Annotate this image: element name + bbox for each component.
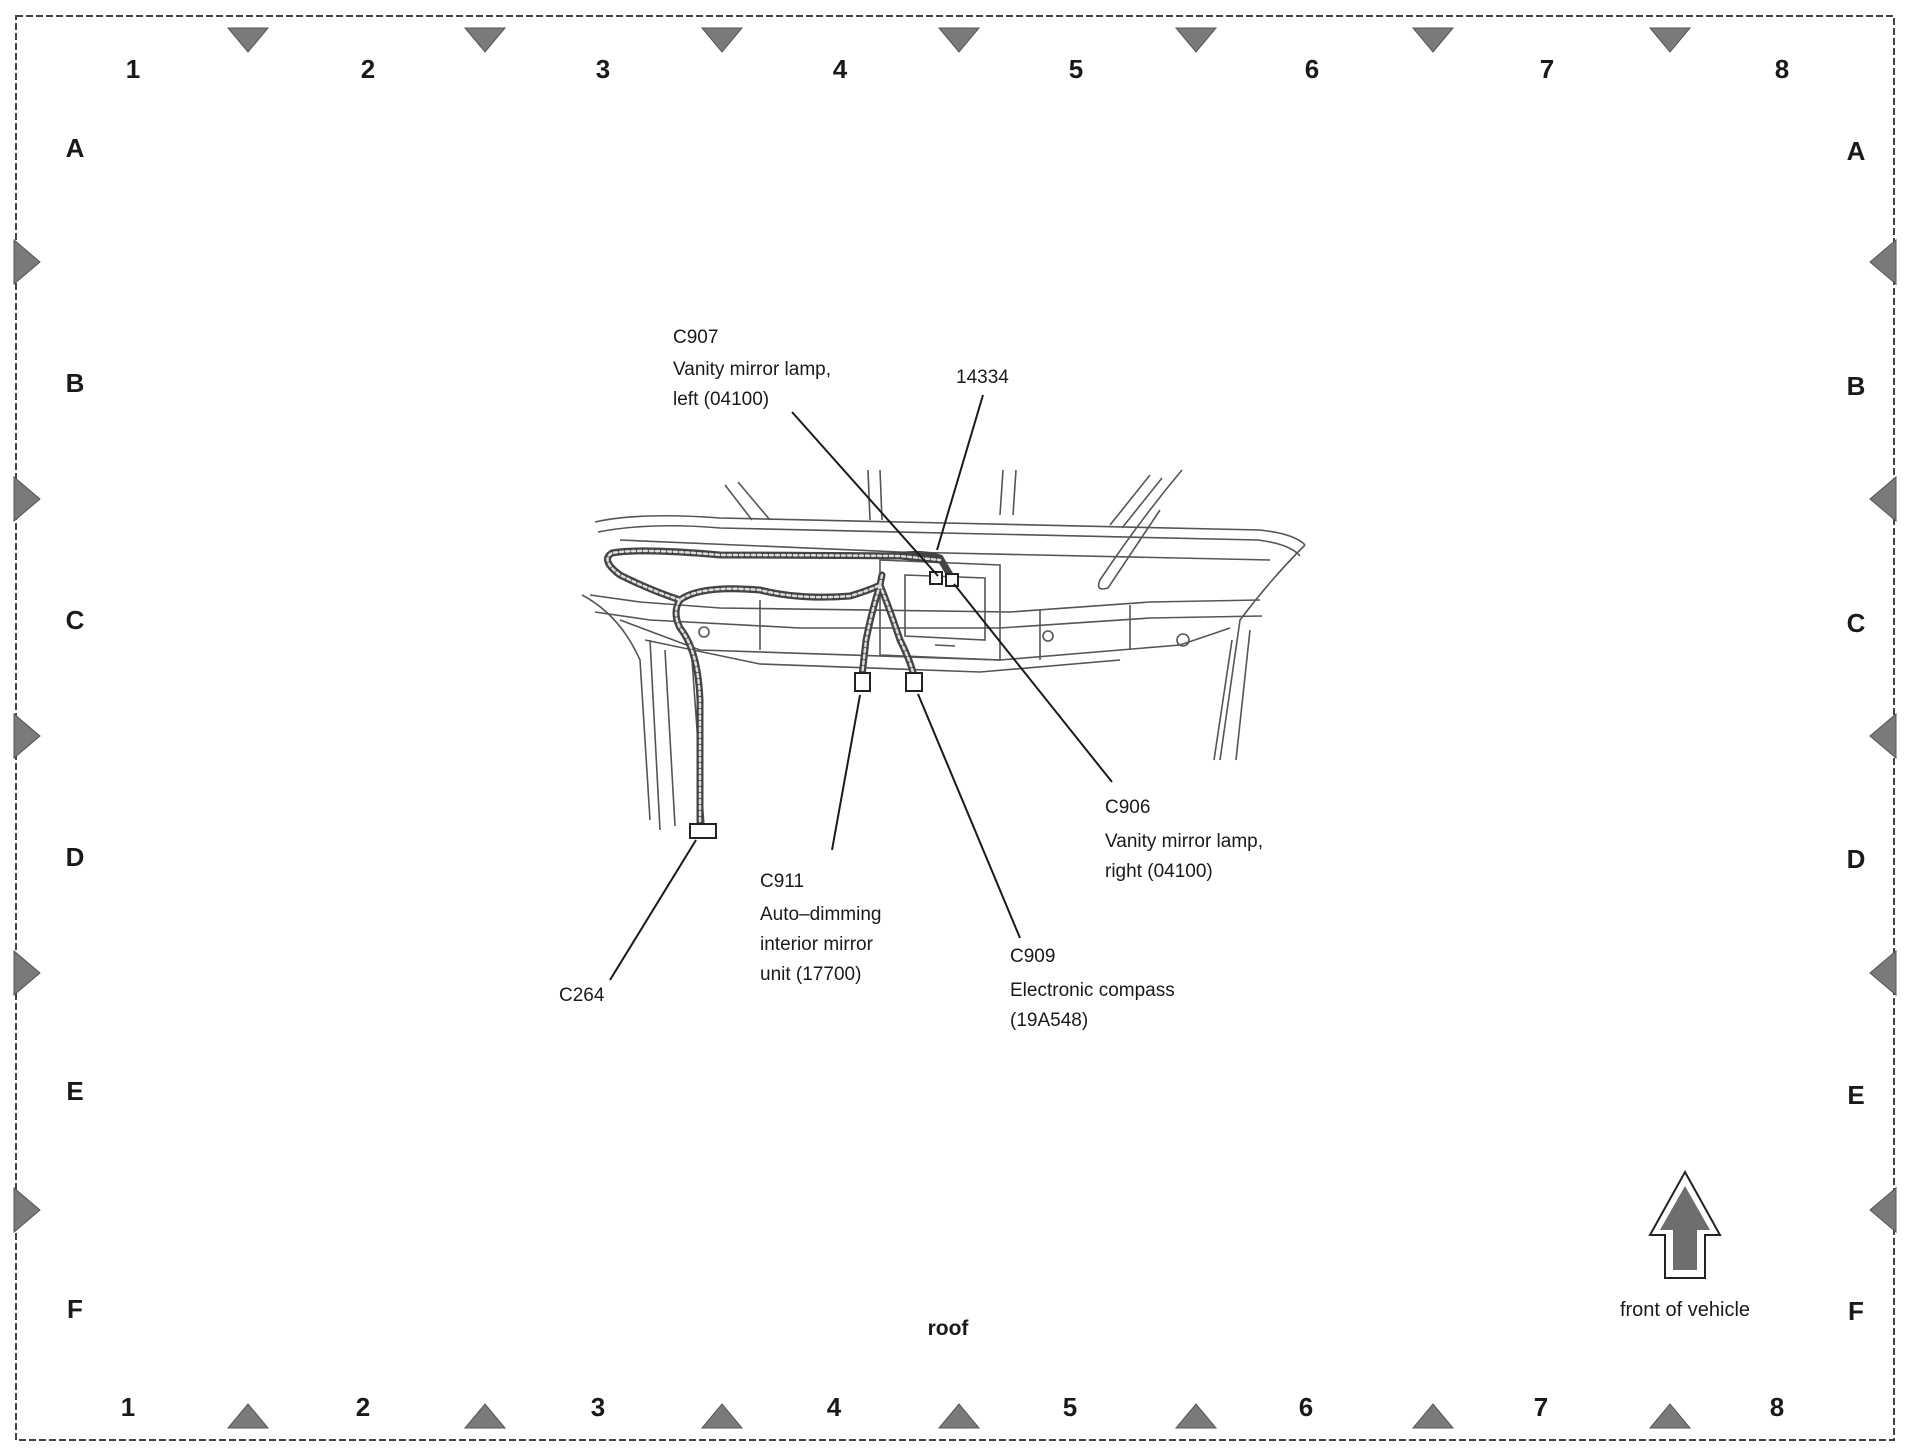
grid-column-label: 4	[833, 54, 848, 84]
connector-c911	[854, 672, 871, 692]
grid-row-label: E	[66, 1076, 83, 1106]
column-labels-bottom: 1 2 3 4 5 6 7 8	[121, 1392, 1784, 1422]
row-labels-left: A B C D E F	[66, 133, 85, 1324]
wiring-harness	[604, 547, 954, 837]
callout-c906: C906 Vanity mirror lamp, right (04100)	[1105, 797, 1263, 882]
grid-row-label: D	[1847, 844, 1866, 874]
callout-id: C264	[559, 985, 605, 1006]
leader-c907	[791, 411, 939, 577]
grid-marker	[1648, 27, 1692, 53]
leader-c911	[831, 694, 861, 851]
grid-marker	[1869, 949, 1897, 997]
grid-row-label: C	[1847, 608, 1866, 638]
grid-column-label: 1	[126, 54, 140, 84]
grid-marker	[1411, 27, 1455, 53]
grid-marker	[13, 238, 41, 286]
grid-marker	[700, 1403, 744, 1429]
connector-c906	[945, 573, 959, 587]
grid-marker	[1411, 1403, 1455, 1429]
grid-column-label: 8	[1770, 1392, 1784, 1422]
leader-lines	[609, 394, 1113, 981]
grid-column-label: 3	[591, 1392, 605, 1422]
grid-marker	[463, 1403, 507, 1429]
leader-14334	[936, 394, 984, 551]
leader-c906	[953, 583, 1113, 783]
leader-c909	[917, 693, 1021, 939]
view-caption: roof	[928, 1317, 970, 1340]
grid-row-label: A	[66, 133, 85, 163]
grid-column-label: 7	[1540, 54, 1554, 84]
grid-marker	[13, 475, 41, 523]
grid-marker	[1869, 475, 1897, 523]
callout-c909: C909 Electronic compass (19A548)	[1010, 946, 1175, 1031]
grid-column-label: 5	[1063, 1392, 1077, 1422]
grid-row-label: F	[1848, 1296, 1864, 1326]
callout-description: Vanity mirror lamp,	[1105, 831, 1263, 852]
bottom-grid-markers	[226, 1403, 1692, 1429]
diagram-frame	[15, 15, 1895, 1441]
grid-marker	[13, 1186, 41, 1234]
callout-c911: C911 Auto–dimming interior mirror unit (…	[760, 871, 881, 985]
grid-column-label: 6	[1305, 54, 1319, 84]
top-grid-markers	[226, 27, 1692, 53]
grid-row-label: D	[66, 842, 85, 872]
grid-marker	[1869, 712, 1897, 760]
grid-row-label: C	[66, 605, 85, 635]
grid-column-label: 1	[121, 1392, 135, 1422]
callout-description: (19A548)	[1010, 1010, 1088, 1031]
grid-column-label: 2	[361, 54, 375, 84]
grid-marker	[700, 27, 744, 53]
grid-column-label: 7	[1534, 1392, 1548, 1422]
grid-column-label: 6	[1299, 1392, 1313, 1422]
grid-marker	[13, 949, 41, 997]
grid-marker	[1174, 1403, 1218, 1429]
grid-marker	[226, 27, 270, 53]
grid-column-label: 3	[596, 54, 610, 84]
grid-row-label: A	[1847, 136, 1866, 166]
callout-description: interior mirror	[760, 934, 874, 955]
leader-c264	[609, 839, 697, 981]
grid-row-label: E	[1847, 1080, 1864, 1110]
grid-marker	[1869, 1186, 1897, 1234]
grid-row-label: B	[1847, 371, 1866, 401]
callout-description: Vanity mirror lamp,	[673, 359, 831, 380]
callout-description: left (04100)	[673, 389, 769, 410]
connector-c909	[905, 672, 923, 692]
column-labels-top: 1 2 3 4 5 6 7 8	[126, 54, 1789, 84]
grid-marker	[937, 27, 981, 53]
callout-id: C906	[1105, 797, 1150, 818]
left-grid-markers	[13, 238, 41, 1234]
grid-marker	[1174, 27, 1218, 53]
connector-c264	[689, 823, 717, 839]
grid-column-label: 5	[1069, 54, 1083, 84]
callout-id: C911	[760, 871, 804, 892]
callout-c264: C264	[559, 985, 605, 1006]
front-direction-arrow-icon	[1648, 1169, 1722, 1279]
row-labels-right: A B C D E F	[1847, 136, 1866, 1326]
callout-id: C907	[673, 327, 718, 348]
callout-c907: C907 Vanity mirror lamp, left (04100)	[673, 327, 831, 410]
callout-id: C909	[1010, 946, 1055, 967]
grid-marker	[13, 712, 41, 760]
grid-marker	[937, 1403, 981, 1429]
callout-description: Auto–dimming	[760, 904, 881, 925]
grid-column-label: 8	[1775, 54, 1789, 84]
grid-column-label: 4	[827, 1392, 842, 1422]
grid-marker	[226, 1403, 270, 1429]
grid-marker	[1648, 1403, 1692, 1429]
right-grid-markers	[1869, 238, 1897, 1234]
grid-column-label: 2	[356, 1392, 370, 1422]
grid-marker	[1869, 238, 1897, 286]
callout-description: Electronic compass	[1010, 980, 1175, 1001]
grid-marker	[463, 27, 507, 53]
connector-c907	[929, 571, 943, 585]
callout-description: right (04100)	[1105, 861, 1213, 882]
grid-row-label: B	[66, 368, 85, 398]
callout-14334: 14334	[956, 367, 1009, 388]
callout-description: unit (17700)	[760, 964, 861, 985]
callout-id: 14334	[956, 367, 1009, 388]
front-of-vehicle-label: front of vehicle	[1620, 1299, 1750, 1321]
grid-row-label: F	[67, 1294, 83, 1324]
